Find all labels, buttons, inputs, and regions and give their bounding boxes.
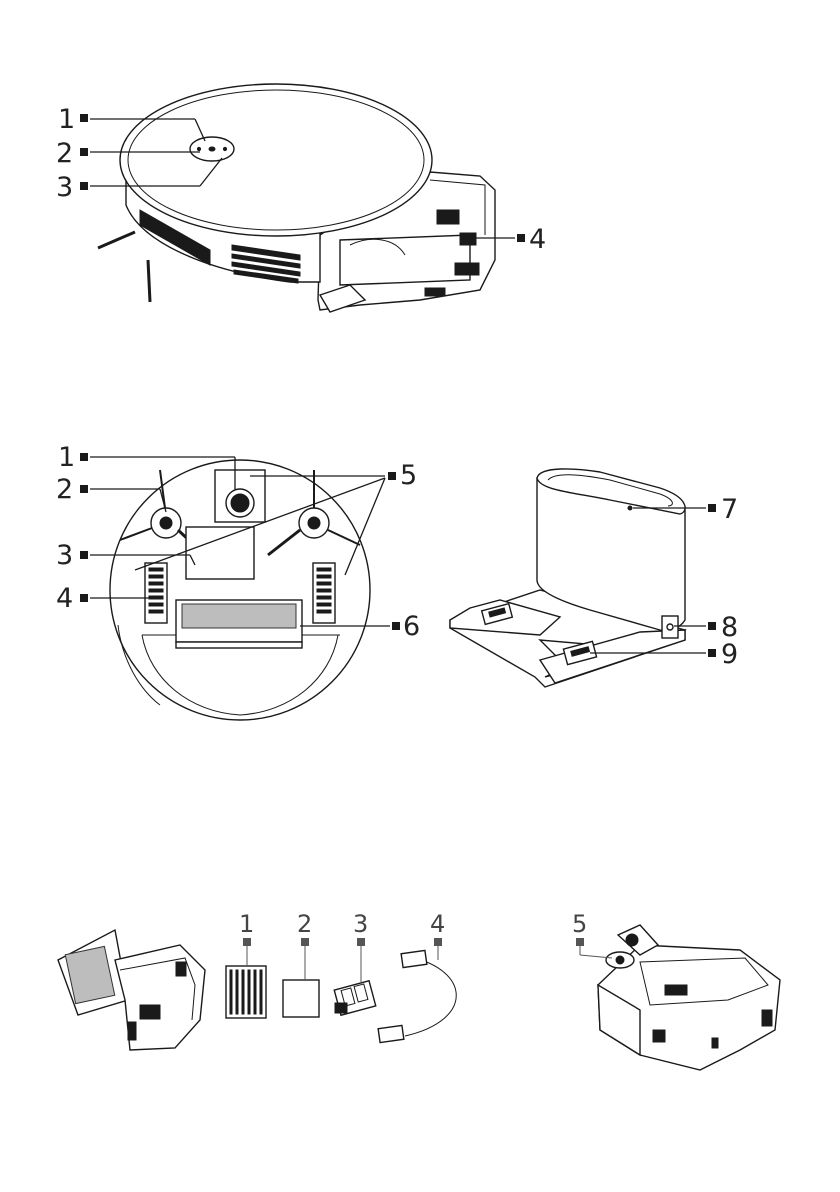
callout-3: 3 xyxy=(56,172,73,203)
callout-marker xyxy=(708,504,716,512)
accessory-callout-3: 3 xyxy=(353,910,368,938)
accessory-callouts: 1 2 3 4 5 xyxy=(239,910,612,985)
robot-top-view: 1 2 3 4 xyxy=(56,84,546,312)
water-tank-view xyxy=(598,925,780,1070)
callout-marker xyxy=(80,485,88,493)
callout-marker xyxy=(708,649,716,657)
accessory-filter-frame xyxy=(334,981,376,1015)
callout-marker xyxy=(80,453,88,461)
accessory-callout-2: 2 xyxy=(297,910,312,938)
accessory-callout-1: 1 xyxy=(239,910,254,938)
callout-1: 1 xyxy=(58,104,75,135)
callout-2: 2 xyxy=(56,138,73,169)
callout-9: 9 xyxy=(721,639,738,670)
callout-1: 1 xyxy=(58,442,75,473)
callout-marker xyxy=(80,594,88,602)
callout-5: 5 xyxy=(400,460,417,491)
callout-7: 7 xyxy=(721,494,738,525)
callout-marker xyxy=(576,938,584,946)
callout-marker xyxy=(357,938,365,946)
robot-bottom-view: 1 2 3 4 5 6 xyxy=(56,442,420,720)
accessory-hepa-filter xyxy=(283,980,319,1017)
accessory-mop-cloth xyxy=(378,950,456,1042)
callout-4: 4 xyxy=(529,224,546,255)
callout-marker xyxy=(243,938,251,946)
dustbin-open-view xyxy=(58,930,205,1050)
callout-3: 3 xyxy=(56,540,73,571)
callout-marker xyxy=(80,114,88,122)
callout-marker xyxy=(388,472,396,480)
charging-dock: 7 8 9 xyxy=(450,469,738,687)
callout-marker xyxy=(517,234,525,242)
callout-6: 6 xyxy=(403,611,420,642)
callout-4: 4 xyxy=(56,583,73,614)
callout-marker xyxy=(80,182,88,190)
accessory-filter-sponge xyxy=(226,966,266,1018)
callout-marker xyxy=(708,622,716,630)
callout-marker xyxy=(392,622,400,630)
accessory-callout-5: 5 xyxy=(572,910,587,938)
accessory-callout-4: 4 xyxy=(430,910,445,938)
callout-marker xyxy=(434,938,442,946)
callout-2: 2 xyxy=(56,474,73,505)
callout-marker xyxy=(301,938,309,946)
callout-marker xyxy=(80,551,88,559)
callout-marker xyxy=(80,148,88,156)
